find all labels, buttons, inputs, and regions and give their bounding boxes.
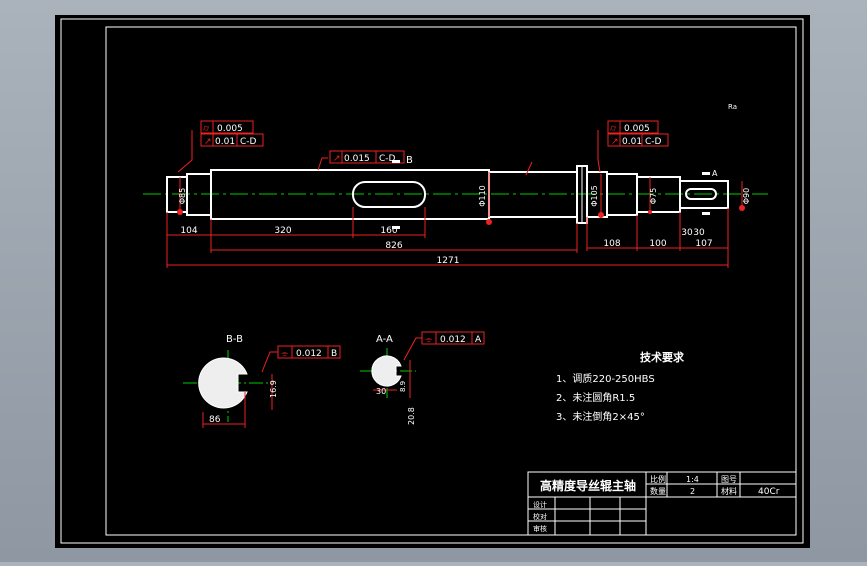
- shaft-details: [489, 166, 583, 223]
- inner-border: [105, 26, 797, 536]
- sec-b-height: 16.9: [269, 380, 278, 398]
- drawing-no-label: 图号: [721, 475, 737, 484]
- dimension-dots: [177, 205, 745, 225]
- dia-end: Φ90: [742, 188, 751, 204]
- scale-value: 1:4: [686, 475, 699, 484]
- tolerance-texts: ⌭ 0.005 ↗ 0.01 C-D ↗ 0.015 C-D ⌭ 0.005 ↗…: [203, 124, 662, 359]
- section-marks: B A Ra: [392, 103, 737, 229]
- tol-sec-a-ref: A: [475, 335, 482, 345]
- tol-right-2-ref: C-D: [645, 137, 662, 147]
- material-value: 40Cr: [758, 487, 780, 497]
- notes-heading: 技术要求: [640, 350, 685, 364]
- runout-icon: ↗: [611, 137, 619, 147]
- tol-left-2-ref: C-D: [240, 137, 257, 147]
- cyl-icon: ⌭: [203, 124, 210, 134]
- sec-a-height: 20.8: [407, 407, 416, 425]
- section-b-label: B-B: [226, 334, 243, 345]
- roughness-symbol: Ra: [728, 103, 737, 111]
- dim-320: 320: [274, 226, 291, 236]
- section-b: B-B 86 16.9: [183, 334, 278, 428]
- tol-mid-ref: C-D: [379, 154, 396, 164]
- dim-107: 107: [695, 239, 712, 249]
- mark-a: A: [712, 169, 718, 178]
- tol-sec-a: 0.012: [440, 335, 466, 345]
- tol-mid: 0.015: [344, 154, 370, 164]
- tol-left-1: 0.005: [217, 124, 243, 134]
- cyl-icon: ⌭: [610, 124, 617, 134]
- dia-left: Φ85: [178, 188, 187, 204]
- dia-small: Φ75: [649, 188, 658, 204]
- sign-review: 审核: [533, 524, 547, 533]
- runout-icon: ↗: [204, 137, 212, 147]
- sec-a-small: 30: [376, 387, 386, 396]
- drawing-title: 高精度导丝辊主轴: [540, 478, 636, 493]
- dim-160: 160: [380, 226, 397, 236]
- dimension-texts: 104 320 160 826 1271 108 100 30 30 107 Φ…: [178, 185, 751, 266]
- dim-104: 104: [180, 226, 197, 236]
- tol-left-2: 0.01: [215, 137, 235, 147]
- mark-b: B: [406, 155, 413, 166]
- note-2: 2、未注圆角R1.5: [556, 391, 635, 404]
- note-1: 1、调质220-250HBS: [556, 373, 655, 385]
- sign-check: 校对: [533, 512, 547, 521]
- dia-mid: Φ110: [478, 185, 487, 207]
- shaft-outline: [166, 165, 729, 224]
- tolerance-frames: [200, 120, 669, 359]
- section-a: A-A 30 20.8 8.9: [360, 334, 422, 425]
- material-label: 材料: [721, 486, 737, 496]
- dia-right: Φ105: [590, 185, 599, 207]
- drawing-sheet: [55, 15, 810, 548]
- title-block-texts: 高精度导丝辊主轴 比例 1:4 图号 数量 2 材料 40Cr 设计 校对 审核: [533, 474, 780, 533]
- dim-108: 108: [603, 239, 620, 249]
- note-3: 3、未注倒角2×45°: [556, 410, 645, 423]
- dimension-lines: [166, 130, 743, 268]
- dim-100: 100: [649, 239, 666, 249]
- dim-30: 30: [681, 228, 693, 238]
- outer-border: [60, 18, 804, 544]
- symmetry-icon: ⌯: [281, 349, 289, 359]
- dim-826: 826: [385, 241, 402, 251]
- scale-label: 比例: [650, 474, 666, 484]
- sec-a-depth: 8.9: [399, 381, 407, 392]
- quantity-label: 数量: [650, 486, 666, 496]
- dim-30b: 30: [693, 228, 705, 238]
- sec-b-width: 86: [209, 415, 221, 425]
- technical-notes: 技术要求 1、调质220-250HBS 2、未注圆角R1.5 3、未注倒角2×4…: [556, 350, 685, 423]
- tol-sec-b: 0.012: [296, 349, 322, 359]
- symmetry-icon: ⌯: [425, 335, 433, 345]
- title-block: [527, 471, 797, 536]
- tol-right-1: 0.005: [624, 124, 650, 134]
- sign-design: 设计: [533, 500, 547, 509]
- tol-right-2: 0.01: [622, 137, 642, 147]
- runout-icon: ↗: [333, 154, 341, 164]
- quantity-value: 2: [690, 487, 695, 496]
- tol-sec-b-ref: B: [331, 349, 337, 359]
- dim-1271: 1271: [437, 256, 460, 266]
- section-a-label: A-A: [376, 334, 393, 345]
